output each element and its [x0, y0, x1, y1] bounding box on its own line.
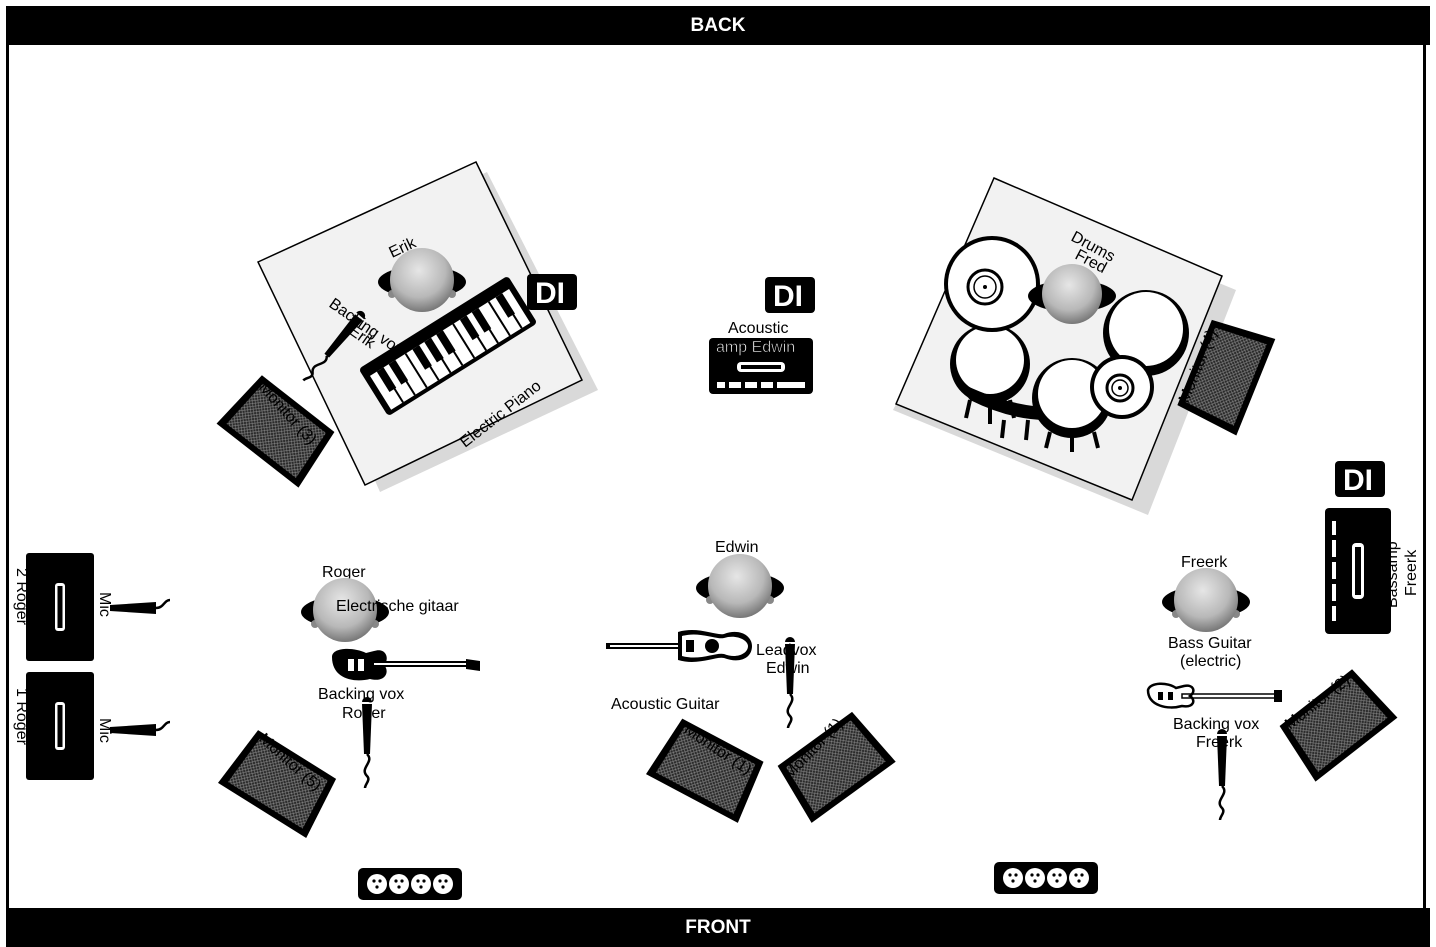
label-electric-amp-2-1: Electric-amp [32, 556, 49, 645]
label-electric-guitar: Electrische gitaar [336, 598, 459, 615]
bass-guitar-icon [1146, 682, 1282, 709]
power-socket-right-icon [994, 862, 1098, 894]
label-bass-guitar-1: Bass Guitar [1168, 635, 1252, 652]
instrument-mic-1-icon [108, 720, 172, 738]
label-freerk: Freerk [1181, 554, 1228, 571]
label-acoustic-amp-2: amp Edwin [716, 339, 795, 356]
power-socket-left-icon [358, 868, 462, 900]
svg-text:DI: DI [535, 277, 565, 310]
label-acoustic-amp-1: Acoustic [728, 320, 788, 337]
label-bassamp-1: Bassamp [1384, 541, 1401, 608]
label-edwin: Edwin [715, 539, 759, 556]
bass-amp-icon [1325, 508, 1391, 634]
label-electric-amp-2-2: 2 Roger [13, 568, 30, 626]
mic-roger-icon [360, 695, 374, 790]
label-mic-2-2: (Instrument) [76, 556, 93, 642]
stage-frame [6, 44, 1426, 908]
back-bar: BACK [6, 6, 1430, 45]
label-roger: Roger [322, 564, 366, 581]
label-electric-amp-1-2: 1 Roger [13, 688, 30, 746]
acoustic-guitar-icon [606, 630, 752, 662]
person-edwin [696, 554, 784, 618]
di-bass-icon: DI [1335, 461, 1385, 497]
drum-kit-icon [944, 236, 1189, 452]
person-freerk [1162, 568, 1250, 632]
electric-guitar-icon [332, 648, 480, 681]
front-bar: FRONT [6, 908, 1430, 947]
acoustic-amp-icon [709, 338, 813, 394]
di-keys-icon: DI [527, 274, 577, 310]
label-bass-guitar-2: (electric) [1180, 653, 1241, 670]
front-label: FRONT [685, 916, 751, 938]
label-mic-1-1: Mic [96, 718, 113, 743]
svg-text:DI: DI [1343, 464, 1373, 497]
keyboard-icon [360, 277, 536, 415]
mic-freerk-icon [1215, 727, 1229, 822]
instrument-mic-2-icon [108, 598, 172, 616]
label-mic-2-1: Mic [96, 592, 113, 617]
svg-text:DI: DI [773, 280, 803, 313]
person-fred [1028, 264, 1116, 324]
label-mic-1-2: (Instrument) [76, 680, 93, 766]
mic-edwin-icon [783, 635, 797, 730]
back-label: BACK [690, 14, 746, 36]
label-acoustic-guitar: Acoustic Guitar [611, 696, 720, 713]
label-backing-roger-1: Backing vox [318, 686, 404, 703]
di-acoustic-icon: DI [765, 277, 815, 313]
label-backing-freerk-1: Backing vox [1173, 716, 1259, 733]
label-electric-amp-1-1: Electric-amp [32, 675, 49, 764]
label-bassamp-2: Freerk [1403, 549, 1420, 596]
